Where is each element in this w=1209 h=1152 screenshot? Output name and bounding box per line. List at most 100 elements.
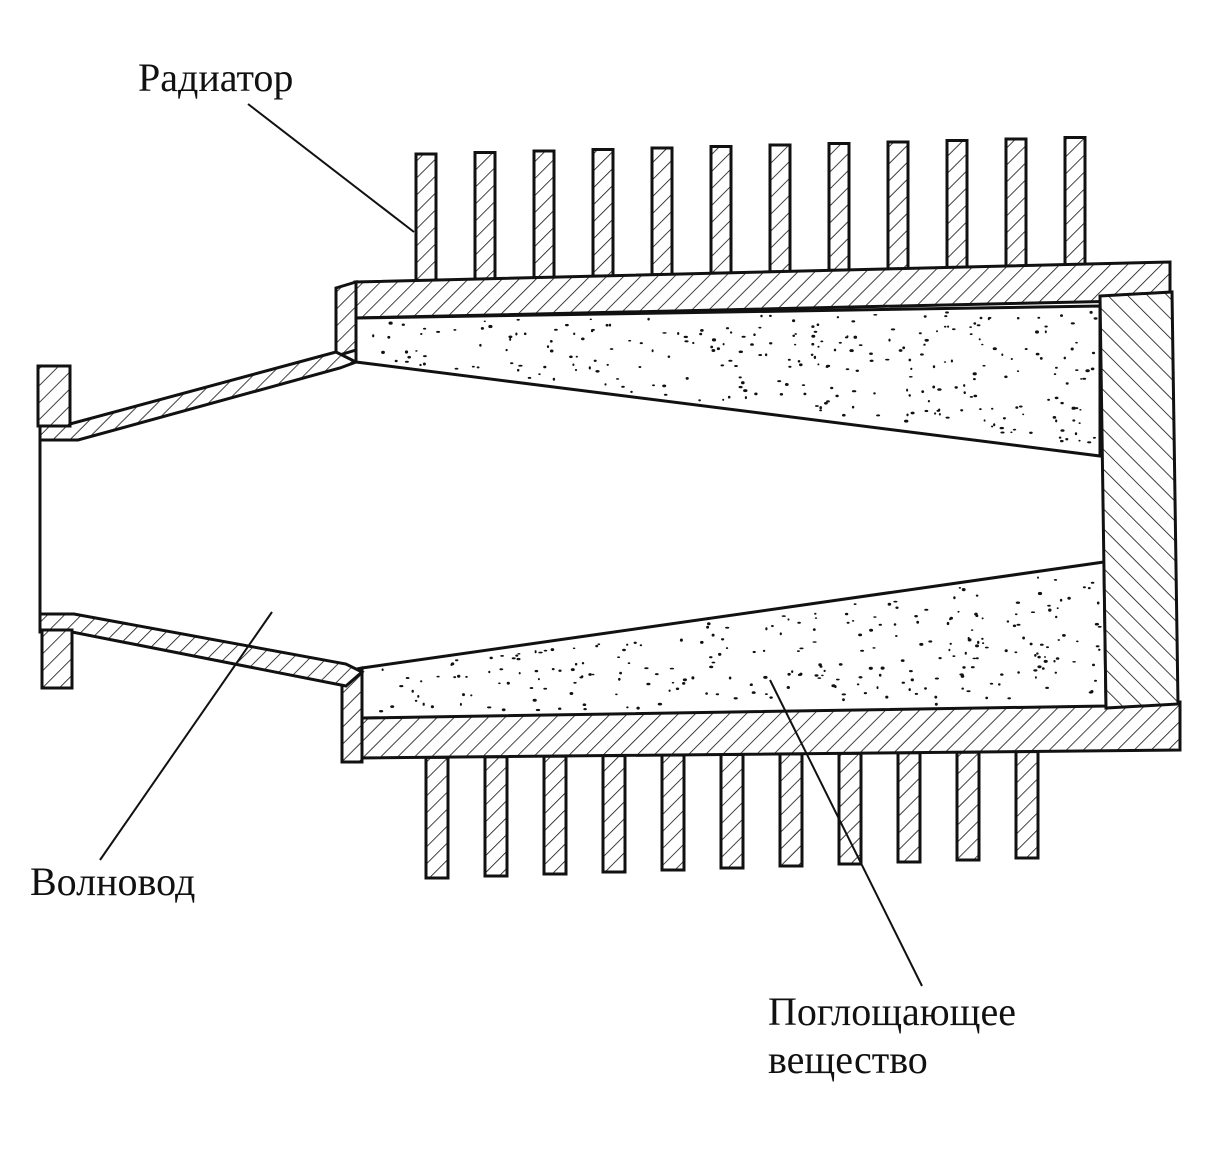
absorber-dot	[579, 676, 583, 679]
absorber-dot	[791, 670, 794, 673]
absorber-dot	[760, 314, 763, 318]
absorber-dot	[801, 384, 806, 386]
absorber-dot	[667, 355, 671, 358]
absorber-dot	[794, 333, 797, 335]
radiator-fin-bottom	[778, 752, 804, 868]
absorber-dot	[1060, 439, 1064, 443]
absorber-dot	[741, 381, 745, 385]
absorber-dot	[860, 649, 865, 652]
absorber-dot	[1000, 431, 1005, 434]
absorber-dot	[630, 390, 633, 393]
absorber-dot	[890, 328, 896, 331]
absorber-dot	[654, 673, 659, 676]
absorber-dot	[895, 606, 899, 609]
absorber-dot	[817, 345, 820, 348]
absorber-dot	[470, 694, 473, 697]
absorber-dot	[1034, 676, 1037, 679]
absorber-dot	[1024, 348, 1028, 350]
radiator-fin-bottom	[542, 754, 568, 876]
absorber-dot	[534, 650, 537, 654]
absorber-dot	[508, 335, 513, 339]
absorber-dot	[970, 666, 975, 669]
absorber-dot	[1078, 439, 1081, 442]
radiator-fin-bottom	[955, 750, 981, 862]
absorber-dot	[981, 343, 984, 346]
absorber-dot	[1072, 419, 1076, 422]
absorber-dot	[948, 648, 951, 652]
absorber-dot	[381, 350, 385, 354]
absorber-dot	[788, 365, 792, 368]
absorber-dot	[813, 330, 818, 333]
absorber-dot	[595, 644, 599, 648]
absorber-dot	[856, 683, 860, 686]
absorber-dot	[949, 642, 952, 645]
absorber-dot	[952, 328, 956, 331]
absorber-dot	[609, 348, 614, 350]
absorber-dot	[662, 332, 667, 334]
absorber-dot	[869, 352, 873, 355]
absorber-dot	[1094, 679, 1097, 682]
absorber-dot	[569, 692, 574, 695]
absorber-dot	[817, 677, 822, 679]
absorber-dot	[858, 344, 863, 346]
absorber-dot	[893, 623, 897, 626]
absorber-dot	[1041, 667, 1045, 670]
absorber-dot	[895, 635, 898, 637]
absorber-dot	[455, 659, 459, 662]
absorber-dot	[465, 675, 468, 678]
absorber-dot	[1079, 409, 1082, 411]
absorber-dot	[944, 315, 948, 318]
absorber-dot	[591, 673, 595, 676]
absorber-dot	[727, 395, 731, 399]
absorber-dot	[1089, 310, 1093, 314]
waveguide-label: Волновод	[30, 859, 196, 904]
absorber-dot	[858, 633, 863, 637]
absorber-dot	[901, 681, 905, 684]
absorber-dot	[934, 412, 937, 415]
absorber-dot	[1046, 646, 1049, 649]
absorber-dot	[796, 650, 800, 652]
absorber-dot	[914, 692, 919, 695]
absorber-dot	[1053, 659, 1056, 663]
absorber-dot	[786, 686, 790, 689]
absorber-dot	[924, 687, 927, 690]
absorber-dot	[573, 332, 576, 336]
absorber-dot	[1082, 586, 1086, 589]
absorber-dot	[379, 710, 384, 713]
absorber-dot	[932, 385, 936, 389]
absorber-dot	[985, 696, 989, 700]
absorber-dot	[1035, 352, 1040, 356]
absorber-dot	[476, 366, 480, 369]
absorber-dot	[651, 349, 654, 353]
absorber-dot	[529, 687, 534, 689]
absorber-dot	[744, 396, 748, 400]
absorber-dot	[605, 323, 609, 327]
absorber-dot	[372, 334, 375, 338]
absorber-dot	[1067, 596, 1071, 600]
absorber-dot	[582, 703, 587, 706]
absorber-dot	[855, 369, 859, 372]
absorber-dot	[812, 641, 817, 643]
absorber-dot	[700, 329, 704, 332]
absorber-dot	[511, 657, 516, 660]
absorber-dot	[699, 332, 703, 336]
absorber-dot	[888, 338, 891, 342]
absorber-dot	[1055, 419, 1058, 423]
absorber-dot	[906, 413, 909, 417]
absorber-dot	[722, 398, 725, 401]
absorber-dot	[729, 331, 733, 334]
absorber-dot	[523, 332, 527, 336]
absorber-dot	[1019, 405, 1023, 408]
absorber-dot	[1039, 357, 1043, 360]
absorber-dot	[551, 668, 555, 671]
absorber-dot	[573, 681, 577, 684]
absorber-dot	[830, 386, 834, 390]
absorber-dot	[993, 423, 996, 427]
absorber-dot	[1055, 366, 1058, 369]
absorber-dot	[831, 684, 836, 688]
absorber-dot	[405, 677, 410, 679]
absorber-dot	[417, 695, 420, 698]
absorber-dot	[1056, 607, 1059, 610]
absorber-dot	[838, 663, 843, 666]
absorber-dot	[811, 325, 815, 328]
